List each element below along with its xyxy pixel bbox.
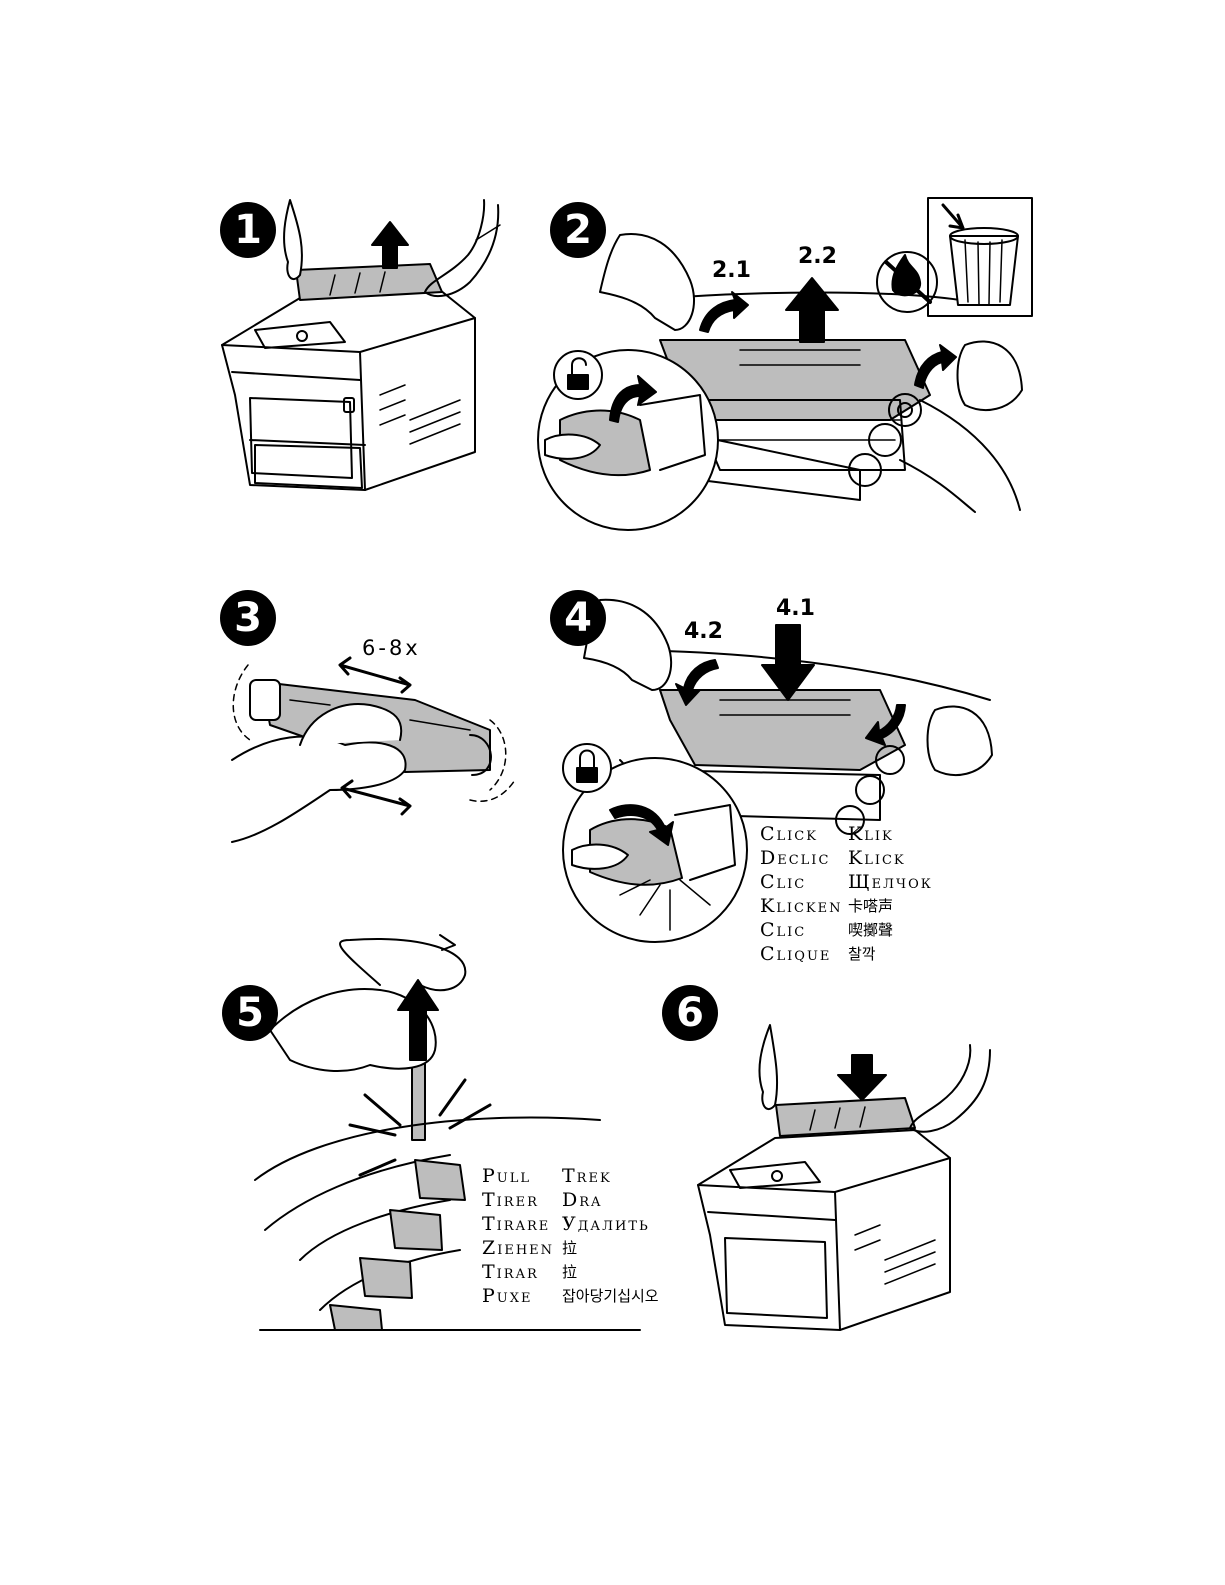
click-word-sv: Klick <box>848 846 933 870</box>
pull-word-en: Pull <box>482 1164 562 1188</box>
panel-1-arrow-up-icon <box>372 222 408 268</box>
click-word-zh-tw: 喫擲聲 <box>848 918 933 942</box>
step-5-badge: 5 <box>222 985 278 1041</box>
pull-word-sv: Dra <box>562 1188 659 1212</box>
pull-word-ko: 잡아당기십시오 <box>562 1284 659 1308</box>
pull-word-list: Pull Trek Tirer Dra Tirare Удалить Ziehe… <box>482 1164 659 1308</box>
pull-word-fr: Tirer <box>482 1188 562 1212</box>
step-2-badge: 2 <box>550 202 606 258</box>
step-6-badge: 6 <box>662 985 718 1041</box>
step-6-number: 6 <box>676 993 704 1033</box>
step-1-number: 1 <box>234 210 262 250</box>
step-2-number: 2 <box>564 210 592 250</box>
step-4-sub-label-2: 4.2 <box>684 619 723 644</box>
panel-2-arrow-up-icon <box>786 278 838 342</box>
step-5-number: 5 <box>236 993 264 1033</box>
panel-6-arrow-down-icon <box>838 1055 886 1100</box>
step-4-badge: 4 <box>550 590 606 646</box>
pull-word-it: Tirare <box>482 1212 562 1236</box>
pull-word-zh-cn: 拉 <box>562 1236 659 1260</box>
panel-3-hands <box>232 704 406 842</box>
step-2-sub-label-1: 2.1 <box>712 258 751 283</box>
click-word-list: Click Klik Declic Klick Clic Щелчок Klic… <box>760 822 933 966</box>
step-3-shake-count: 6-8x <box>362 636 421 660</box>
click-word-ko: 찰깍 <box>848 942 933 966</box>
panel-4-lock-icon <box>563 744 611 792</box>
click-word-de: Klicken <box>760 894 848 918</box>
click-word-ru: Щелчок <box>848 870 933 894</box>
pull-word-es: Tirar <box>482 1260 562 1284</box>
pull-word-pt: Puxe <box>482 1284 562 1308</box>
panel-1-printer <box>222 290 475 490</box>
panel-2-rotate-arrow-right <box>915 345 956 388</box>
click-word-en: Click <box>760 822 848 846</box>
step-1-badge: 1 <box>220 202 276 258</box>
panel-1-cover <box>296 264 442 300</box>
panel-2-rotate-arrow-left <box>700 292 748 332</box>
click-word-fr: Declic <box>760 846 848 870</box>
pull-word-zh-tw: 拉 <box>562 1260 659 1284</box>
click-word-es: Clic <box>760 918 848 942</box>
step-3-badge: 3 <box>220 590 276 646</box>
step-3-number: 3 <box>234 598 262 638</box>
step-4-sub-label-1: 4.1 <box>776 596 815 621</box>
click-word-nl: Klik <box>848 822 933 846</box>
click-word-it: Clic <box>760 870 848 894</box>
step-2-sub-label-2: 2.2 <box>798 244 837 269</box>
pull-word-de: Ziehen <box>482 1236 562 1260</box>
click-word-zh-cn: 卡嗒声 <box>848 894 933 918</box>
click-word-pt: Clique <box>760 942 848 966</box>
panel-2-unlock-icon <box>554 351 602 399</box>
pull-word-nl: Trek <box>562 1164 659 1188</box>
panel-6-printer <box>698 1130 950 1330</box>
step-4-number: 4 <box>564 598 592 638</box>
pull-word-ru: Удалить <box>562 1212 659 1236</box>
